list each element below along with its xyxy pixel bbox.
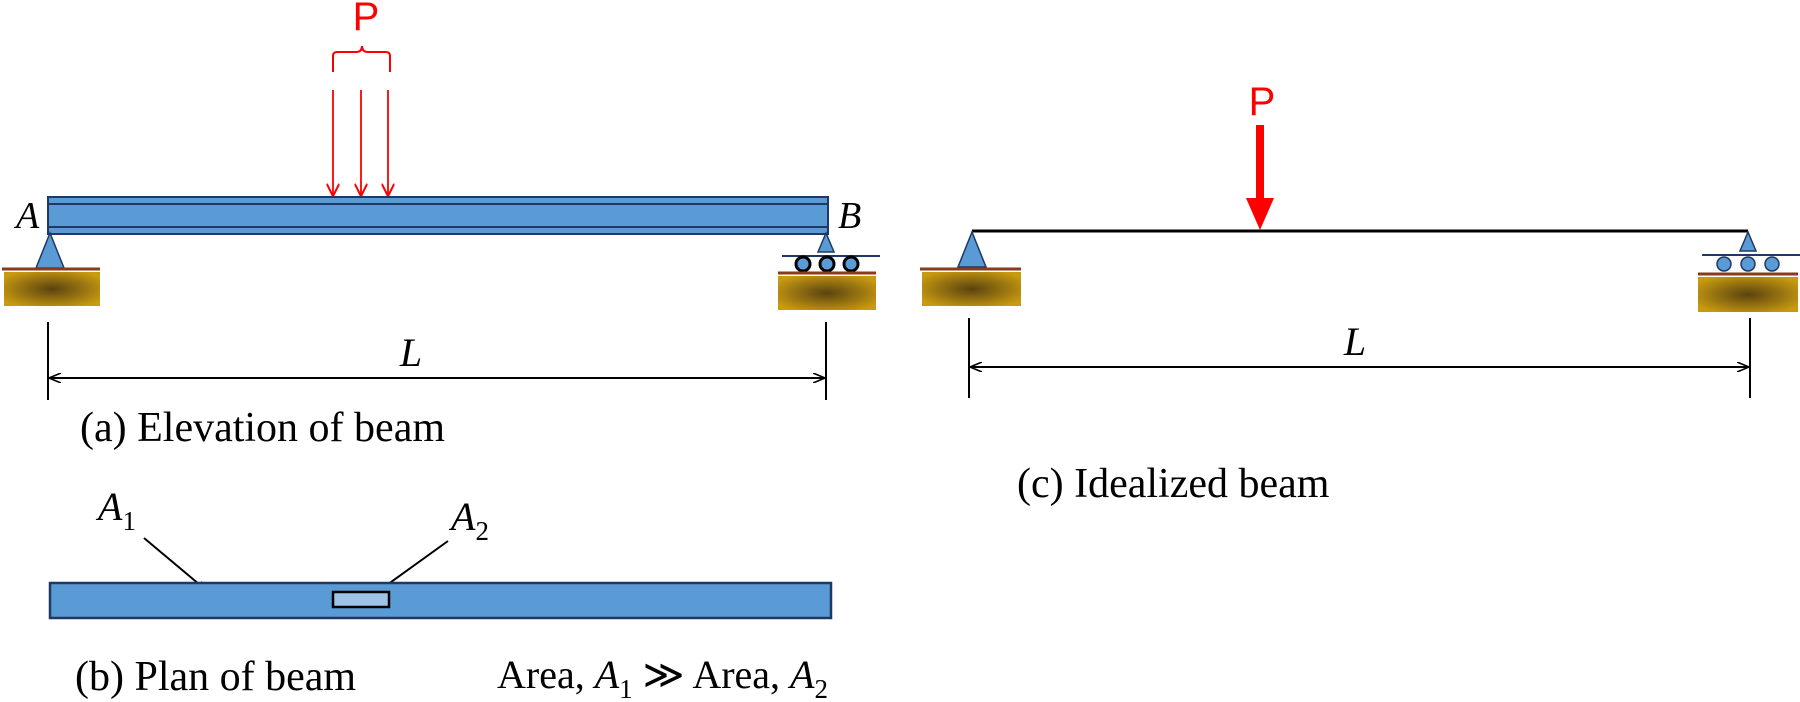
pin-support-left-c — [920, 229, 1021, 306]
area1-pointer — [143, 537, 207, 591]
area2-label: A2 — [448, 494, 489, 546]
pin-support-left-a — [2, 230, 100, 306]
span-label-l-a: L — [399, 330, 422, 375]
point-load-arrowhead — [1246, 198, 1274, 230]
span-dimension-c — [968, 318, 1751, 398]
roller-circle — [818, 255, 836, 273]
panel-b-plan: A1 A2 (b) Plan of beam Area, A1 ≫ Area, … — [48, 484, 833, 702]
load-label-p-c: P — [1249, 80, 1276, 124]
panel-c-idealized: P L (c) Idealized beam — [920, 80, 1800, 507]
load-brace — [332, 45, 391, 72]
roller-support-right-a — [778, 231, 880, 310]
end-label-b: B — [838, 195, 861, 237]
span-label-l-c: L — [1343, 319, 1366, 364]
ground-block-left-a — [4, 272, 100, 306]
area1-subscript: 1 — [122, 506, 136, 536]
caption-b: (b) Plan of beam — [75, 654, 356, 700]
beam-plan — [48, 581, 833, 620]
area2-subscript: 2 — [475, 516, 489, 546]
distributed-load-p: P — [333, 0, 390, 195]
roller-support-icon — [816, 231, 836, 253]
pin-support-icon — [956, 229, 988, 268]
roller-circle — [1764, 256, 1780, 272]
caption-c: (c) Idealized beam — [1017, 461, 1330, 507]
beam-elevation — [47, 196, 829, 235]
area-relation: Area, A1 ≫ Area, A2 — [497, 652, 828, 702]
contact-area-a2 — [331, 590, 391, 609]
roller-support-icon — [1738, 230, 1758, 252]
span-dimension-a — [47, 322, 827, 400]
ground-block-left-c — [922, 272, 1021, 306]
end-label-a: A — [13, 195, 40, 237]
caption-a: (a) Elevation of beam — [80, 405, 445, 451]
roller-circle — [794, 255, 812, 273]
ground-block-right-c — [1698, 277, 1798, 312]
area1-label: A1 — [95, 484, 136, 536]
roller-circle — [1716, 256, 1732, 272]
load-label-p-a: P — [353, 0, 380, 39]
ground-block-right-a — [778, 276, 876, 310]
panel-a-elevation: P A B — [2, 0, 880, 451]
roller-circle — [842, 255, 860, 273]
pin-support-icon — [34, 230, 66, 269]
roller-circle — [1740, 256, 1756, 272]
roller-support-right-c — [1698, 230, 1800, 312]
